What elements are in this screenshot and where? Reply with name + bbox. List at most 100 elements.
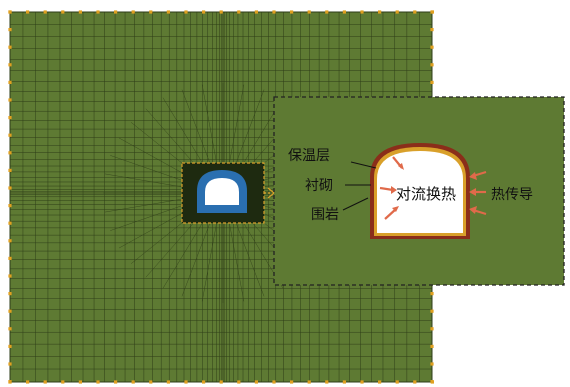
- boundary-node: [430, 63, 434, 67]
- convection-arrows: [379, 156, 404, 220]
- boundary-node: [307, 10, 311, 14]
- tunnel-region-small: [181, 162, 265, 224]
- boundary-node: [395, 380, 399, 384]
- boundary-node: [26, 10, 30, 14]
- boundary-node: [413, 380, 417, 384]
- boundary-node: [131, 380, 135, 384]
- conduction-arrows: [469, 170, 487, 216]
- mesh-line-radial: [201, 84, 218, 170]
- boundary-node: [8, 28, 12, 32]
- boundary-node: [8, 186, 12, 190]
- boundary-node: [26, 380, 30, 384]
- boundary-node: [8, 204, 12, 208]
- boundary-node: [272, 10, 276, 14]
- boundary-node: [8, 133, 12, 137]
- boundary-node: [184, 10, 188, 14]
- boundary-node: [8, 98, 12, 102]
- boundary-node: [43, 380, 47, 384]
- mesh-line-radial: [233, 89, 265, 171]
- mesh-line-radial: [233, 215, 265, 297]
- boundary-node: [395, 10, 399, 14]
- boundary-node: [8, 380, 12, 384]
- boundary-node: [61, 10, 65, 14]
- boundary-node: [430, 362, 434, 366]
- boundary-node: [166, 380, 170, 384]
- boundary-node: [430, 309, 434, 313]
- boundary-node: [325, 10, 329, 14]
- boundary-node: [61, 380, 65, 384]
- boundary-node: [202, 380, 206, 384]
- zoom-inset: 保温层 衬砌 围岩 对流换热 热传导: [273, 96, 565, 286]
- boundary-node: [8, 292, 12, 296]
- boundary-node: [430, 45, 434, 49]
- boundary-node: [430, 28, 434, 32]
- label-convection: 对流换热: [396, 185, 456, 203]
- tunnel-opening: [377, 151, 463, 233]
- boundary-node: [202, 10, 206, 14]
- boundary-node: [78, 380, 82, 384]
- mesh-line-radial: [110, 155, 195, 185]
- label-conduction: 热传导: [491, 187, 533, 203]
- mesh-line-radial: [162, 213, 209, 289]
- boundary-node: [114, 10, 118, 14]
- label-lining: 衬砌: [305, 178, 333, 194]
- mesh-line-radial: [110, 201, 195, 231]
- boundary-node: [8, 80, 12, 84]
- mesh-line-radial: [104, 173, 194, 190]
- boundary-node: [8, 116, 12, 120]
- label-surrounding-rock: 围岩: [311, 207, 339, 223]
- boundary-node: [8, 256, 12, 260]
- mesh-line-radial: [162, 97, 209, 173]
- boundary-node: [78, 10, 82, 14]
- boundary-node: [8, 309, 12, 313]
- boundary-node: [378, 380, 382, 384]
- label-insulation-layer: 保温层: [288, 148, 330, 164]
- mesh-line-radial: [181, 215, 213, 297]
- boundary-node: [8, 274, 12, 278]
- boundary-node: [8, 344, 12, 348]
- boundary-node: [8, 151, 12, 155]
- boundary-node: [131, 10, 135, 14]
- boundary-node: [8, 168, 12, 172]
- leader-lines: [342, 161, 377, 211]
- boundary-node: [96, 10, 100, 14]
- boundary-node: [8, 45, 12, 49]
- boundary-node: [342, 10, 346, 14]
- boundary-node: [290, 10, 294, 14]
- boundary-node: [254, 380, 258, 384]
- boundary-node: [430, 292, 434, 296]
- boundary-node: [8, 327, 12, 331]
- boundary-node: [8, 362, 12, 366]
- boundary-node: [290, 380, 294, 384]
- mesh-line-radial: [228, 216, 245, 302]
- mesh-line-radial: [228, 84, 245, 170]
- boundary-node: [272, 380, 276, 384]
- boundary-node: [96, 380, 100, 384]
- boundary-node: [360, 380, 364, 384]
- boundary-node: [237, 380, 241, 384]
- boundary-node: [254, 10, 258, 14]
- boundary-node: [378, 10, 382, 14]
- boundary-node: [219, 10, 223, 14]
- boundary-node: [149, 10, 153, 14]
- boundary-node: [430, 344, 434, 348]
- boundary-node: [430, 10, 434, 14]
- boundary-node: [8, 63, 12, 67]
- boundary-node: [237, 10, 241, 14]
- boundary-node: [8, 10, 12, 14]
- boundary-node: [149, 380, 153, 384]
- mesh-line-radial: [181, 89, 213, 171]
- boundary-node: [43, 10, 47, 14]
- small-tunnel-opening: [205, 178, 239, 205]
- boundary-node: [184, 380, 188, 384]
- boundary-node: [430, 380, 434, 384]
- boundary-node: [342, 380, 346, 384]
- mesh-line-radial: [201, 216, 218, 302]
- boundary-node: [8, 239, 12, 243]
- boundary-node: [114, 380, 118, 384]
- boundary-node: [430, 327, 434, 331]
- boundary-node: [430, 80, 434, 84]
- mesh-line-radial: [104, 196, 194, 213]
- boundary-node: [166, 10, 170, 14]
